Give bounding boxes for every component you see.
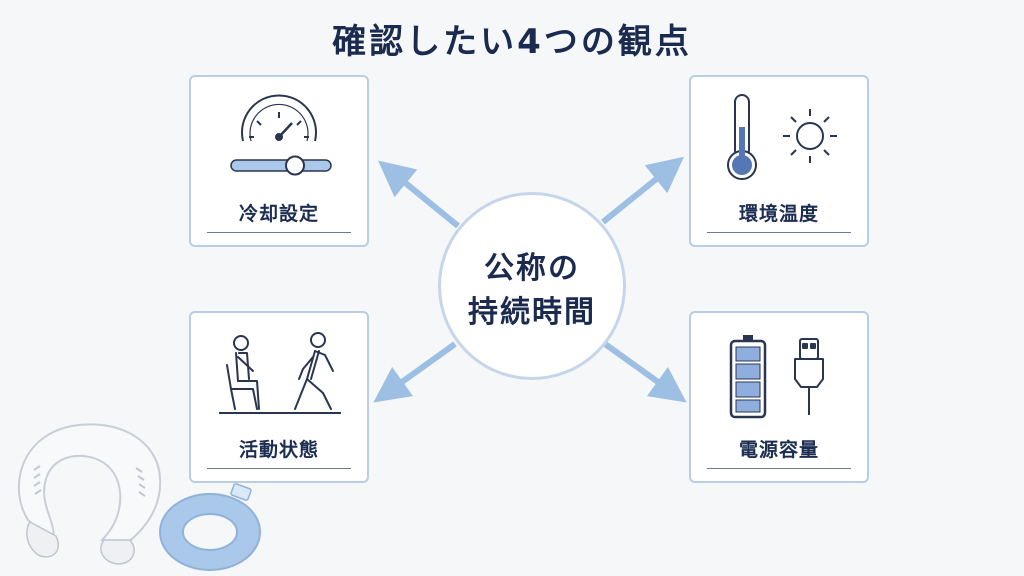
card-divider — [707, 468, 851, 469]
gauge-icon — [241, 94, 317, 142]
ice-ring-pad — [159, 483, 261, 571]
sitting-person-icon — [226, 335, 260, 410]
card-activity-state: 活動状態 — [189, 311, 369, 483]
card-divider — [207, 468, 351, 469]
card-power-capacity: 電源容量 — [689, 311, 869, 483]
page-title: 確認したい4つの観点 — [332, 22, 692, 62]
card-divider — [207, 232, 351, 233]
card-label-environment: 環境温度 — [738, 203, 819, 225]
card-label-activity: 活動状態 — [238, 439, 319, 461]
battery-icon — [729, 335, 767, 419]
arrow-to-activity — [373, 341, 457, 403]
card-label-cooling: 冷却設定 — [238, 203, 319, 225]
arrow-to-environment — [601, 156, 685, 225]
center-concept-circle: 公称の 持続時間 — [438, 192, 626, 380]
usb-plug-icon — [794, 338, 824, 415]
arrow-to-battery — [603, 341, 687, 403]
card-label-battery: 電源容量 — [738, 439, 819, 461]
card-cooling-setting: 冷却設定 — [189, 75, 369, 247]
walking-person-icon — [294, 332, 334, 410]
center-label-line-1: 公称の — [484, 251, 580, 286]
sun-icon — [783, 109, 837, 163]
neck-cooler-device — [17, 423, 162, 565]
center-label-line-2: 持続時間 — [468, 295, 596, 330]
arrow-to-cooling — [378, 160, 460, 229]
thermometer-icon — [727, 94, 757, 180]
card-divider — [707, 232, 851, 233]
card-environment-temperature: 環境温度 — [689, 75, 869, 247]
slider-icon — [230, 155, 332, 176]
